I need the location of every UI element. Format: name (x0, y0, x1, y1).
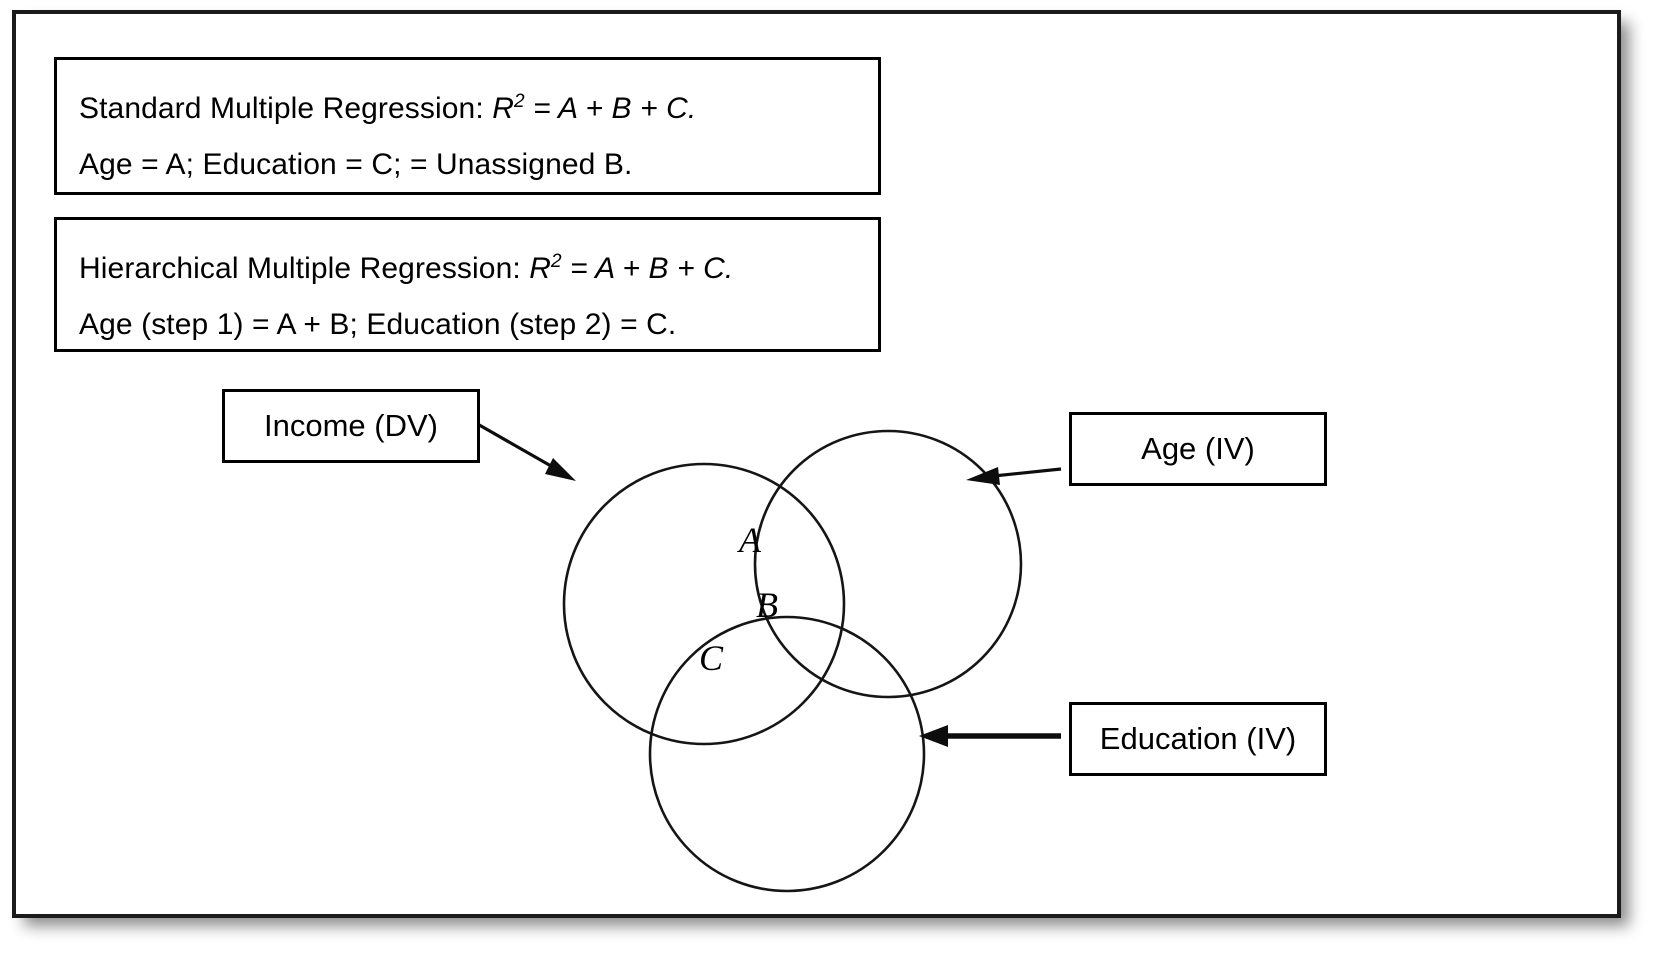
label-box-age-text: Age (IV) (1141, 431, 1255, 466)
age-arrow-head-icon (966, 467, 1000, 485)
education-circle (648, 615, 926, 893)
legend-standard-line1-rest: = A + B + C. (524, 92, 697, 125)
figure-outer-frame: Standard Multiple Regression: R2 = A + B… (12, 10, 1621, 918)
legend-standard-line1-exponent: 2 (513, 91, 525, 112)
income-circle (562, 462, 846, 746)
legend-hierarchical-line-1: Hierarchical Multiple Regression: R2 = A… (79, 234, 858, 297)
legend-standard-line-2: Age = A; Education = C; = Unassigned B. (79, 148, 633, 181)
legend-hierarchical-line-2: Age (step 1) = A + B; Education (step 2)… (79, 308, 677, 341)
legend-box-hierarchical-regression: Hierarchical Multiple Regression: R2 = A… (54, 217, 881, 352)
venn-region-label-c: C (699, 638, 724, 678)
venn-region-label-a: A (739, 520, 761, 560)
education-arrow-head-icon (919, 725, 948, 747)
legend-hierarchical-line1-prefix: Hierarchical Multiple Regression: (79, 252, 530, 285)
label-box-education-iv: Education (IV) (1069, 702, 1327, 776)
income-arrow-line (473, 420, 566, 476)
legend-hierarchical-line1-rest: = A + B + C. (561, 252, 734, 285)
income-arrow-head-icon (545, 458, 576, 481)
age-arrow-line (983, 467, 1062, 479)
legend-standard-line1-R: R (492, 92, 514, 125)
label-box-education-text: Education (IV) (1099, 721, 1297, 756)
legend-standard-line1-prefix: Standard Multiple Regression: (79, 92, 493, 125)
legend-standard-line-1: Standard Multiple Regression: R2 = A + B… (79, 74, 858, 137)
age-circle (753, 429, 1023, 699)
venn-region-label-b: B (756, 585, 778, 625)
label-box-income-dv: Income (DV) (222, 389, 480, 463)
label-box-income-text: Income (DV) (264, 408, 438, 443)
legend-hierarchical-line1-exponent: 2 (551, 251, 562, 272)
legend-hierarchical-line1-R: R (529, 252, 552, 285)
label-box-age-iv: Age (IV) (1069, 412, 1327, 486)
legend-box-standard-regression: Standard Multiple Regression: R2 = A + B… (54, 57, 881, 195)
